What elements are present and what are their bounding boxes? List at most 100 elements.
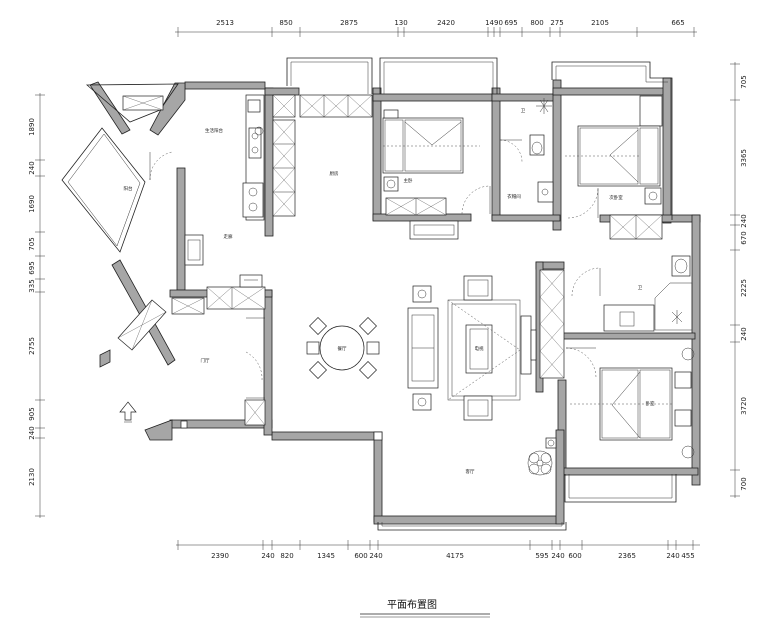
wall-living-east: [555, 429, 565, 525]
left-dim-5: 695: [28, 261, 36, 274]
bottom-dim-5: 600: [354, 552, 367, 560]
master-bedroom-label: 主卧: [404, 177, 413, 184]
wall-kitchen-left: [264, 87, 274, 237]
left-dim-9: 240: [28, 426, 36, 439]
wall-entry-stub: [99, 349, 111, 368]
bottom-dim-12: 240: [666, 552, 679, 560]
entrance-arrow-icon: [119, 401, 137, 423]
bathroom-1-label: 卫: [521, 108, 526, 114]
nightstand: [383, 176, 399, 192]
lamp-1: [681, 347, 695, 361]
door-second: [567, 187, 599, 219]
left-dim-7: 2755: [28, 337, 36, 355]
toilet-1: [529, 134, 545, 156]
wall-living-south: [373, 515, 563, 525]
right-dim-8: 700: [740, 477, 748, 490]
bottom-dim-9: 240: [551, 552, 564, 560]
bathroom-1: 卫 衣帽间: [507, 98, 554, 203]
wall-corridor-west: [176, 167, 186, 291]
living-room: 电视 客厅: [407, 269, 565, 476]
entry-cabinets: [117, 234, 266, 426]
wall-dining-south: [271, 431, 383, 441]
living-balcony-label: 生活阳台: [205, 127, 223, 134]
wall-bath1-top: [491, 93, 559, 102]
wall-second-right: [662, 77, 672, 224]
windows: [61, 57, 677, 531]
door-bed3: [565, 347, 597, 379]
entry-storage-row: [206, 286, 266, 310]
side-table-1: [412, 285, 432, 303]
bottom-dim-6: 240: [369, 552, 382, 560]
balcony-label: 阳台: [124, 185, 133, 192]
corridor-label: 走廊: [224, 233, 233, 240]
door-balcony: [149, 151, 173, 181]
living-label: 客厅: [466, 468, 475, 475]
dining-table: [319, 325, 365, 371]
kitchen-cabinets: [122, 94, 373, 221]
bottom-dim-13: 455: [681, 552, 694, 560]
wall-top-kitchen: [264, 87, 300, 96]
top-dim-3: 2875: [340, 19, 358, 27]
top-dim-9: 275: [550, 19, 563, 27]
right-dim-6: 240: [740, 327, 748, 340]
cooktop: [242, 182, 264, 218]
bedroom-3-label: 卧室: [646, 400, 655, 407]
shoe-cabinet: [184, 234, 204, 266]
entry-sink: [239, 274, 263, 288]
drawing-title: 平面布置图: [387, 599, 437, 611]
side-table-2: [412, 393, 432, 411]
washer-icon: [254, 126, 264, 136]
desk: [639, 95, 663, 127]
bottom-dim-10: 600: [568, 552, 581, 560]
dining-area: 餐厅: [306, 317, 380, 379]
bottom-dim-1: 2390: [211, 552, 229, 560]
dining-chairs: [306, 317, 380, 379]
top-dim-2: 850: [279, 19, 292, 27]
bottom-dim-8: 595: [535, 552, 548, 560]
wall-master-left: [372, 87, 382, 221]
tv-console: [520, 315, 532, 375]
door-bath1: [499, 139, 523, 163]
bottom-dimension-line: 2390 240 820 1345 600 240 4175 595 240 6…: [176, 540, 700, 560]
nightstand-2: [644, 187, 662, 205]
balcony-outline: [61, 127, 146, 253]
left-dim-6: 335: [28, 279, 36, 292]
door-bath2: [571, 267, 601, 297]
bottom-dim-3: 820: [280, 552, 293, 560]
top-dim-1: 2513: [216, 19, 234, 27]
wall-second-top: [552, 87, 669, 96]
wall-balcony-diag-2: [149, 82, 186, 136]
bedroom-3: 卧室: [570, 347, 695, 459]
master-bedroom-bay: [409, 220, 459, 240]
wall-bath2-bottom: [559, 332, 696, 340]
kitchen-sink: [248, 127, 262, 159]
left-dim-2: 240: [28, 161, 36, 174]
top-dim-6: 1490: [485, 19, 503, 27]
wall-bath1-bottom: [491, 214, 561, 222]
wall-bath1-left: [491, 87, 501, 221]
second-bedroom-label: 次卧室: [609, 194, 623, 201]
top-dim-11: 665: [671, 19, 684, 27]
bathroom-2-label: 卫: [638, 285, 643, 291]
right-dim-7: 3720: [740, 397, 748, 415]
top-dim-5: 2420: [437, 19, 455, 27]
lamp-2: [681, 445, 695, 459]
doors: [149, 139, 601, 381]
bottom-dim-4: 1345: [317, 552, 335, 560]
tv-cabinet: [539, 269, 565, 379]
shower: [654, 282, 693, 331]
bottom-dim-11: 2365: [618, 552, 636, 560]
wall-bed3-bottom: [557, 467, 699, 476]
top-dim-4: 130: [394, 19, 407, 27]
dining-label: 餐厅: [338, 345, 347, 352]
cloak-label: 衣帽间: [507, 193, 521, 200]
wall-master-top: [372, 93, 498, 102]
top-dimension-line: 2513 850 2875 130 2420 1490 695 800 275 …: [175, 19, 697, 37]
master-bed: [382, 117, 464, 174]
master-bedroom: 主卧: [382, 109, 480, 216]
entry-label: 门厅: [201, 357, 210, 364]
coffee-table: [465, 324, 493, 374]
vanity-1: [537, 181, 554, 203]
left-dim-3: 1690: [28, 195, 36, 213]
top-dim-10: 2105: [591, 19, 609, 27]
